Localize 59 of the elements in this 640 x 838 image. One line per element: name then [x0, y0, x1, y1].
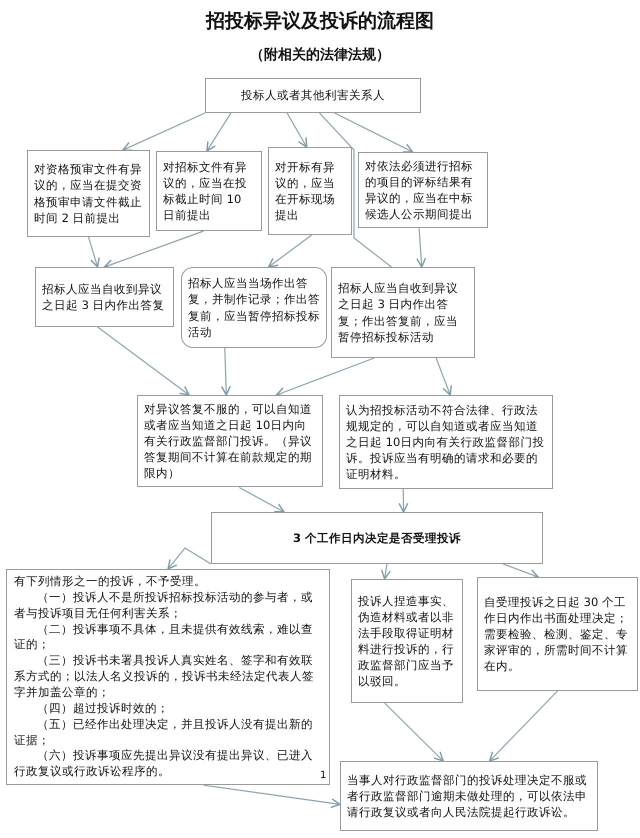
arrow — [384, 702, 444, 762]
node-text: 认为招投标活动不符合法律、行政法规规定的，可以自知道或者应当知道之日起 10日内向有关行政监督部门投诉。投诉应当有明确的请求和必要的证明材料。 — [346, 402, 546, 482]
arrow — [488, 690, 558, 762]
node-text: （五）已经作出处理决定，并且投诉人没有提出新的证据； — [14, 716, 314, 748]
node-text: 3 个工作日内决定是否受理投诉 — [292, 530, 462, 546]
arrow — [286, 112, 308, 148]
node-text: （一）投诉人不是所投诉招标投标活动的参与者，或者与投诉项目无任何利害关系； — [14, 590, 314, 622]
arrow — [122, 112, 206, 152]
process-box — [358, 152, 488, 228]
arrow — [88, 236, 100, 268]
process-box — [156, 151, 262, 231]
process-box — [339, 395, 553, 489]
process-box — [340, 761, 598, 831]
arrow — [204, 784, 341, 808]
process-box — [268, 147, 352, 235]
node-text: 有下列情形之一的投诉，不予受理。 — [14, 574, 207, 590]
process-box — [351, 579, 463, 703]
node-text: 自受理投诉之日起 30 个工作日内作出书面处理决定；需要检验、检测、鉴定、专家评审的，所需时间不计算在内。 — [484, 594, 629, 674]
arrow — [334, 112, 414, 153]
arrow — [239, 486, 285, 513]
arrow — [436, 358, 452, 396]
arrow — [206, 112, 232, 152]
node-text: 招标人应当当场作出答复，并制作记录；作出答复前，应当暂停招标投标活动 — [188, 275, 320, 340]
arrow — [398, 488, 408, 513]
process-box — [35, 267, 174, 327]
arrow — [97, 326, 190, 396]
node-text: （二）投诉事项不具体，且未提供有效线索，难以查证的； — [14, 622, 314, 654]
process-box — [6, 569, 330, 786]
node-text: 招标人应当自收到异议之日起 3 日内作出答复 — [42, 280, 166, 314]
process-box — [137, 395, 323, 488]
node-text: 对资格预审文件有异议的，应当在提交资格预审申请文件截止时间 2 日前提出 — [34, 161, 143, 226]
node-text: 对开标有异议的，应当在开标现场提出 — [275, 158, 336, 224]
process-box — [331, 267, 475, 358]
node-text: 招标人应当自收到异议之日起 3 日内作出答复；作出答复前，应当暂停招标投标活动 — [338, 280, 459, 345]
node-text: 当事人对行政监督部门的投诉处理决定不服或者行政监督部门逾期未做处理的，可以依法申请行政复议或者向人民法院提起行政诉讼。 — [347, 772, 588, 820]
arrow — [268, 234, 312, 268]
arrow — [380, 564, 391, 580]
arrow — [221, 348, 232, 396]
process-box — [211, 512, 543, 564]
arrow — [276, 357, 374, 397]
connector-line — [319, 112, 392, 268]
edge-label: 1 — [318, 770, 328, 781]
arrow — [416, 228, 426, 268]
process-box — [27, 150, 150, 237]
process-box — [477, 577, 638, 691]
node-text: （三）投诉书未署具投诉人真实姓名、签字和有效联系方式的；以法人名义投诉的，投诉书未经法定代表人签字并加盖公章的； — [14, 653, 315, 701]
arrow — [104, 230, 204, 269]
arrow — [502, 563, 539, 579]
diagram-title: 招投标异议及投诉的流程图 — [204, 9, 435, 34]
subtitle: （附相关的法律法规） — [249, 46, 391, 64]
rounded-process-box — [181, 267, 327, 348]
node-text: （四）超过投诉时效的； — [36, 700, 170, 717]
node-text: 对依法必须进行招标的项目的评标结果有异议的，应当在中标候选人公示期间提出 — [365, 158, 474, 222]
node-text: （六）投诉事项应先提出异议没有提出异议、已进入行政复议或行政诉讼程序的。 — [14, 748, 314, 780]
process-box — [205, 78, 421, 113]
node-text: 投诉人捏造事实、伪造材料或者以非法手段取得证明材料进行投诉的，行政监督部门应当予以驳回。 — [358, 592, 455, 690]
node-text: 投标人或者其他利害关系人 — [240, 87, 386, 104]
node-text: 对异议答复不服的，可以自知道或者应当知道之日起 10日内向有关行政监督部门投诉。（异议答复期间不计算在前款规定的期限内） — [144, 401, 313, 482]
node-text: 对招标文件有异议的，应当在投标截止时间 10 日前提出 — [163, 158, 248, 224]
